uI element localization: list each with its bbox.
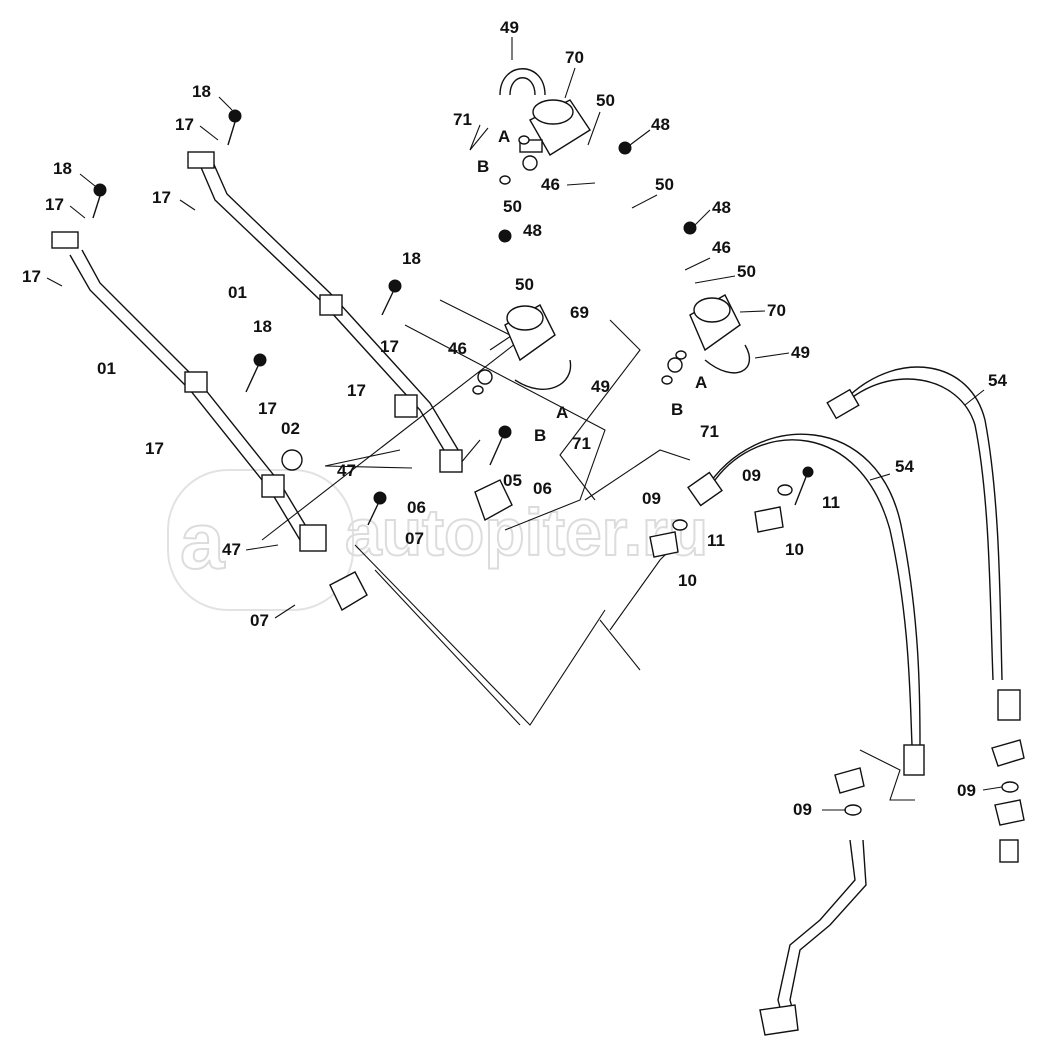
label-54: 54 bbox=[988, 371, 1007, 390]
label-09: 09 bbox=[742, 466, 761, 485]
label-48: 48 bbox=[651, 115, 670, 134]
label-50: 50 bbox=[596, 91, 615, 110]
pipe-bottom bbox=[777, 839, 867, 1016]
watermark-text: autopiter.ru bbox=[345, 495, 708, 569]
label-17: 17 bbox=[175, 115, 194, 134]
label-46: 46 bbox=[712, 238, 731, 257]
label-70: 70 bbox=[767, 301, 786, 320]
hose-54-short bbox=[842, 366, 1003, 681]
label-50: 50 bbox=[655, 175, 674, 194]
label-A: A bbox=[556, 403, 568, 422]
label-09: 09 bbox=[642, 489, 661, 508]
label-50: 50 bbox=[503, 197, 522, 216]
label-18: 18 bbox=[53, 159, 72, 178]
u-bolt-49 bbox=[499, 68, 751, 390]
label-02: 02 bbox=[281, 419, 300, 438]
label-A: A bbox=[695, 373, 707, 392]
label-69: 69 bbox=[570, 303, 589, 322]
label-01: 01 bbox=[97, 359, 116, 378]
label-48: 48 bbox=[712, 198, 731, 217]
watermark-symbol: a bbox=[180, 496, 225, 585]
label-A: A bbox=[498, 127, 510, 146]
accumulator-69 bbox=[504, 304, 556, 362]
label-46: 46 bbox=[448, 339, 467, 358]
label-49: 49 bbox=[591, 377, 610, 396]
label-06: 06 bbox=[533, 479, 552, 498]
label-50: 50 bbox=[515, 275, 534, 294]
label-07: 07 bbox=[405, 529, 424, 548]
label-17: 17 bbox=[152, 188, 171, 207]
watermark: a autopiter.ru bbox=[167, 469, 709, 611]
label-09: 09 bbox=[793, 800, 812, 819]
accumulator-70-mid bbox=[689, 294, 741, 352]
label-17: 17 bbox=[380, 337, 399, 356]
label-17: 17 bbox=[347, 381, 366, 400]
label-11: 11 bbox=[822, 493, 840, 512]
label-71: 71 bbox=[700, 422, 719, 441]
hose-54-long bbox=[704, 433, 921, 746]
label-leaders bbox=[46, 37, 1003, 811]
label-48: 48 bbox=[523, 221, 542, 240]
label-47: 47 bbox=[337, 461, 356, 480]
label-49: 49 bbox=[500, 18, 519, 37]
label-01: 01 bbox=[228, 283, 247, 302]
label-54: 54 bbox=[895, 457, 914, 476]
label-49: 49 bbox=[791, 343, 810, 362]
label-B: B bbox=[534, 426, 546, 445]
label-71: 71 bbox=[572, 434, 591, 453]
label-18: 18 bbox=[253, 317, 272, 336]
o-rings bbox=[472, 135, 1019, 816]
label-17: 17 bbox=[145, 439, 164, 458]
part-labels: 49 70 50 71 A B 48 46 50 48 46 50 70 49 … bbox=[22, 18, 1007, 819]
label-17: 17 bbox=[22, 267, 41, 286]
label-05: 05 bbox=[503, 471, 522, 490]
label-B: B bbox=[671, 400, 683, 419]
label-11: 11 bbox=[707, 531, 725, 550]
label-10: 10 bbox=[785, 540, 804, 559]
label-07: 07 bbox=[250, 611, 269, 630]
label-09: 09 bbox=[957, 781, 976, 800]
label-18: 18 bbox=[402, 249, 421, 268]
label-17: 17 bbox=[258, 399, 277, 418]
clamps bbox=[51, 151, 1025, 1036]
label-10: 10 bbox=[678, 571, 697, 590]
bolts bbox=[92, 109, 1021, 863]
label-06: 06 bbox=[407, 498, 426, 517]
label-18: 18 bbox=[192, 82, 211, 101]
label-50: 50 bbox=[737, 262, 756, 281]
label-70: 70 bbox=[565, 48, 584, 67]
label-B: B bbox=[477, 157, 489, 176]
label-46: 46 bbox=[541, 175, 560, 194]
label-17: 17 bbox=[45, 195, 64, 214]
label-47: 47 bbox=[222, 540, 241, 559]
label-71: 71 bbox=[453, 110, 472, 129]
accumulator-70-top bbox=[519, 99, 591, 156]
